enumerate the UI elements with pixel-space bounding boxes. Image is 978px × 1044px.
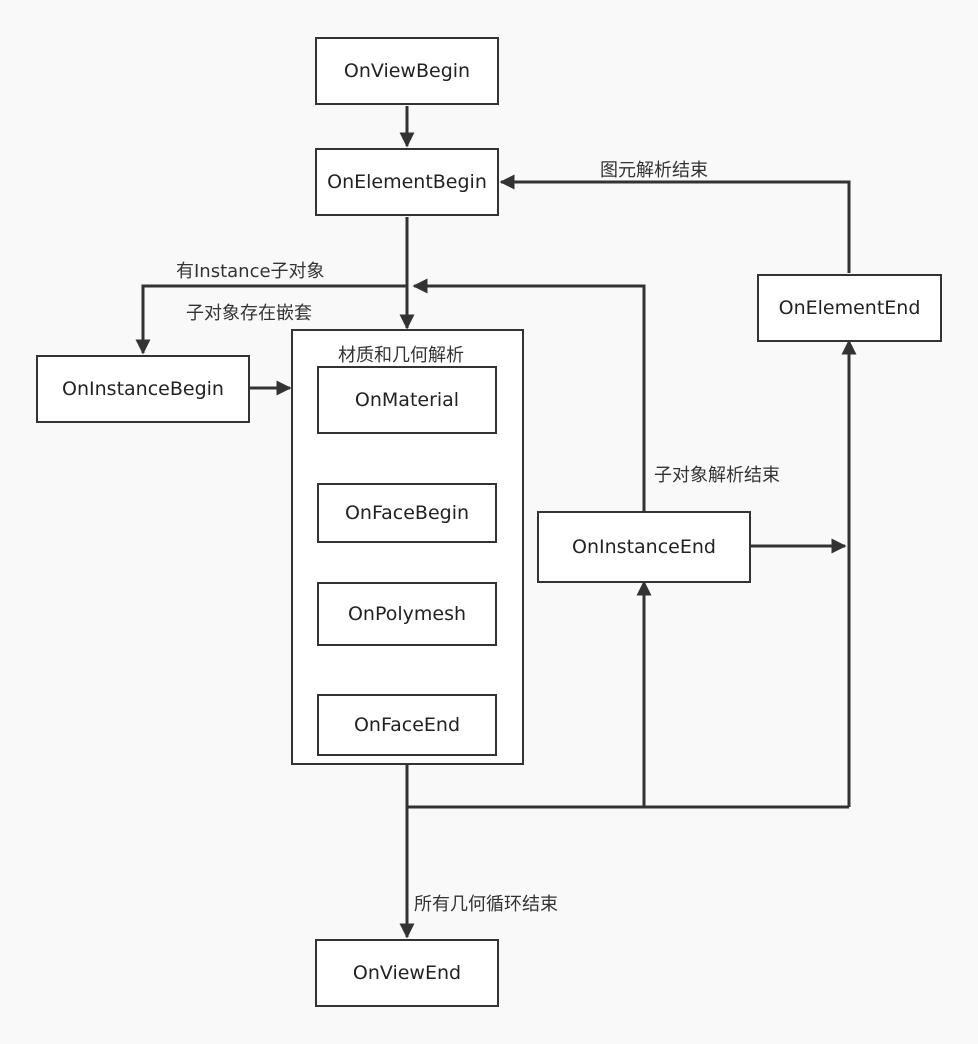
node-on-material: OnMaterial	[317, 366, 497, 434]
node-on-instance-begin: OnInstanceBegin	[36, 355, 250, 423]
node-on-view-begin: OnViewBegin	[315, 37, 499, 105]
label-instance-done: 子对象解析结束	[654, 465, 780, 486]
geometry-group-title: 材质和几何解析	[338, 345, 464, 366]
edge-elementend-elementbegin	[499, 174, 851, 273]
label-element-done: 图元解析结束	[600, 160, 708, 181]
node-on-face-end: OnFaceEnd	[317, 694, 497, 756]
edge-has-instance	[135, 284, 407, 355]
node-on-polymesh: OnPolymesh	[317, 582, 497, 646]
node-on-element-begin: OnElementBegin	[315, 148, 499, 216]
node-on-instance-end: OnInstanceEnd	[537, 511, 751, 583]
node-on-view-end: OnViewEnd	[315, 939, 499, 1007]
edge-group-bottom-bus	[405, 765, 849, 809]
label-nested: 子对象存在嵌套	[186, 303, 312, 324]
node-on-element-end: OnElementEnd	[757, 274, 942, 342]
node-on-face-begin: OnFaceBegin	[317, 483, 497, 543]
edge-instanceend-loop	[412, 278, 646, 511]
label-has-instance: 有Instance子对象	[176, 261, 325, 282]
label-all-geometry-done: 所有几何循环结束	[414, 894, 558, 915]
